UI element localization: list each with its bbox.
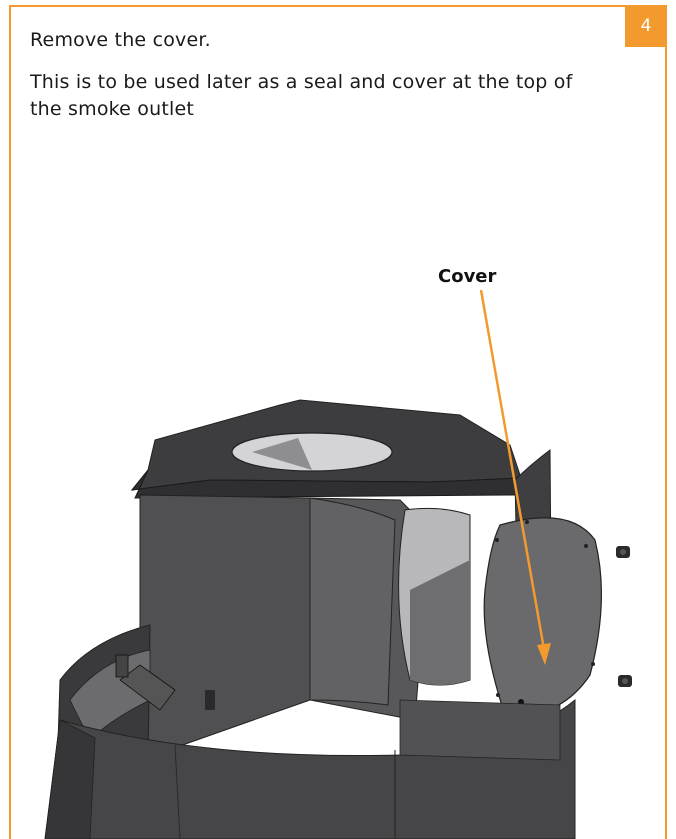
arrowhead-icon: [537, 643, 551, 665]
screw-lower: [618, 675, 632, 687]
instruction-line-remove-cover: Remove the cover.: [30, 29, 211, 51]
cover-plate: [483, 517, 603, 717]
instruction-line-usage-note: This is to be used later as a seal and c…: [30, 71, 573, 120]
smoke-outlet-opening: [231, 432, 393, 472]
stove-body-left-panel: [139, 494, 311, 761]
callout-label-cover: Cover: [438, 266, 497, 287]
callout-arrow: [479, 289, 547, 656]
step-number-badge: 4: [625, 5, 667, 47]
screw-upper: [616, 546, 630, 558]
